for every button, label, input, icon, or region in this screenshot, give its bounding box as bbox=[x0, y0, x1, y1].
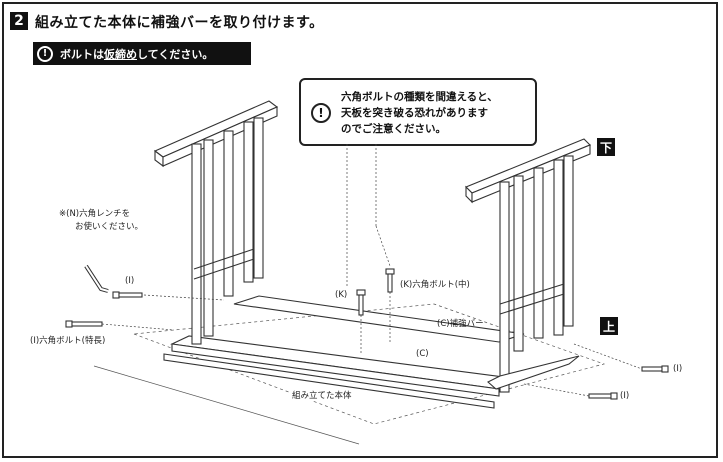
bar-c-label: (C)補強バー bbox=[437, 319, 484, 329]
bolt-i-right-1-label: (I) bbox=[673, 364, 683, 374]
bolt-i-left-label: (I) bbox=[125, 276, 135, 286]
instruction-frame: 2 組み立てた本体に補強バーを取り付けます。 ! ボルトは仮締めしてください。 … bbox=[2, 2, 718, 458]
assembly-drawing bbox=[65, 100, 669, 445]
bolt-i-left bbox=[112, 291, 143, 299]
bolt-i-right-2-label: (I) bbox=[620, 391, 630, 401]
wrench-note-line-1: ※(N)六角レンチを bbox=[59, 209, 131, 219]
notice-text: ボルトは仮締めしてください。 bbox=[60, 47, 214, 61]
exclamation-icon: ! bbox=[37, 45, 53, 62]
exclamation-icon: ! bbox=[311, 103, 331, 123]
warning-callout: ! 六角ボルトの種類を間違えると、 天板を突き破る恐れがあります のでご注意くだ… bbox=[299, 78, 537, 146]
part-c-label: (C) bbox=[416, 349, 429, 359]
wrench-note-line-2: お使いください。 bbox=[75, 222, 144, 232]
tag-bottom: 下 bbox=[597, 138, 615, 156]
step-number: 2 bbox=[10, 12, 28, 30]
warning-text: 六角ボルトの種類を間違えると、 天板を突き破る恐れがあります のでご注意ください… bbox=[341, 91, 498, 135]
bolt-k-left-label: (K) bbox=[335, 290, 348, 300]
bolt-i-long bbox=[65, 320, 103, 328]
bolt-k-mid bbox=[385, 268, 395, 293]
step-title: 組み立てた本体に補強バーを取り付けます。 bbox=[35, 15, 324, 31]
assembled-body-label: 組み立てた本体 bbox=[289, 389, 355, 401]
bolt-i-long-label: (I)六角ボルト(特長) bbox=[30, 336, 106, 346]
bolt-i-right-1 bbox=[641, 365, 669, 373]
tag-top: 上 bbox=[600, 317, 618, 335]
notice-bar: ! ボルトは仮締めしてください。 bbox=[33, 42, 251, 65]
bolt-k-mid-label: (K)六角ボルト(中) bbox=[400, 280, 470, 290]
bolt-i-right-2 bbox=[588, 392, 618, 400]
